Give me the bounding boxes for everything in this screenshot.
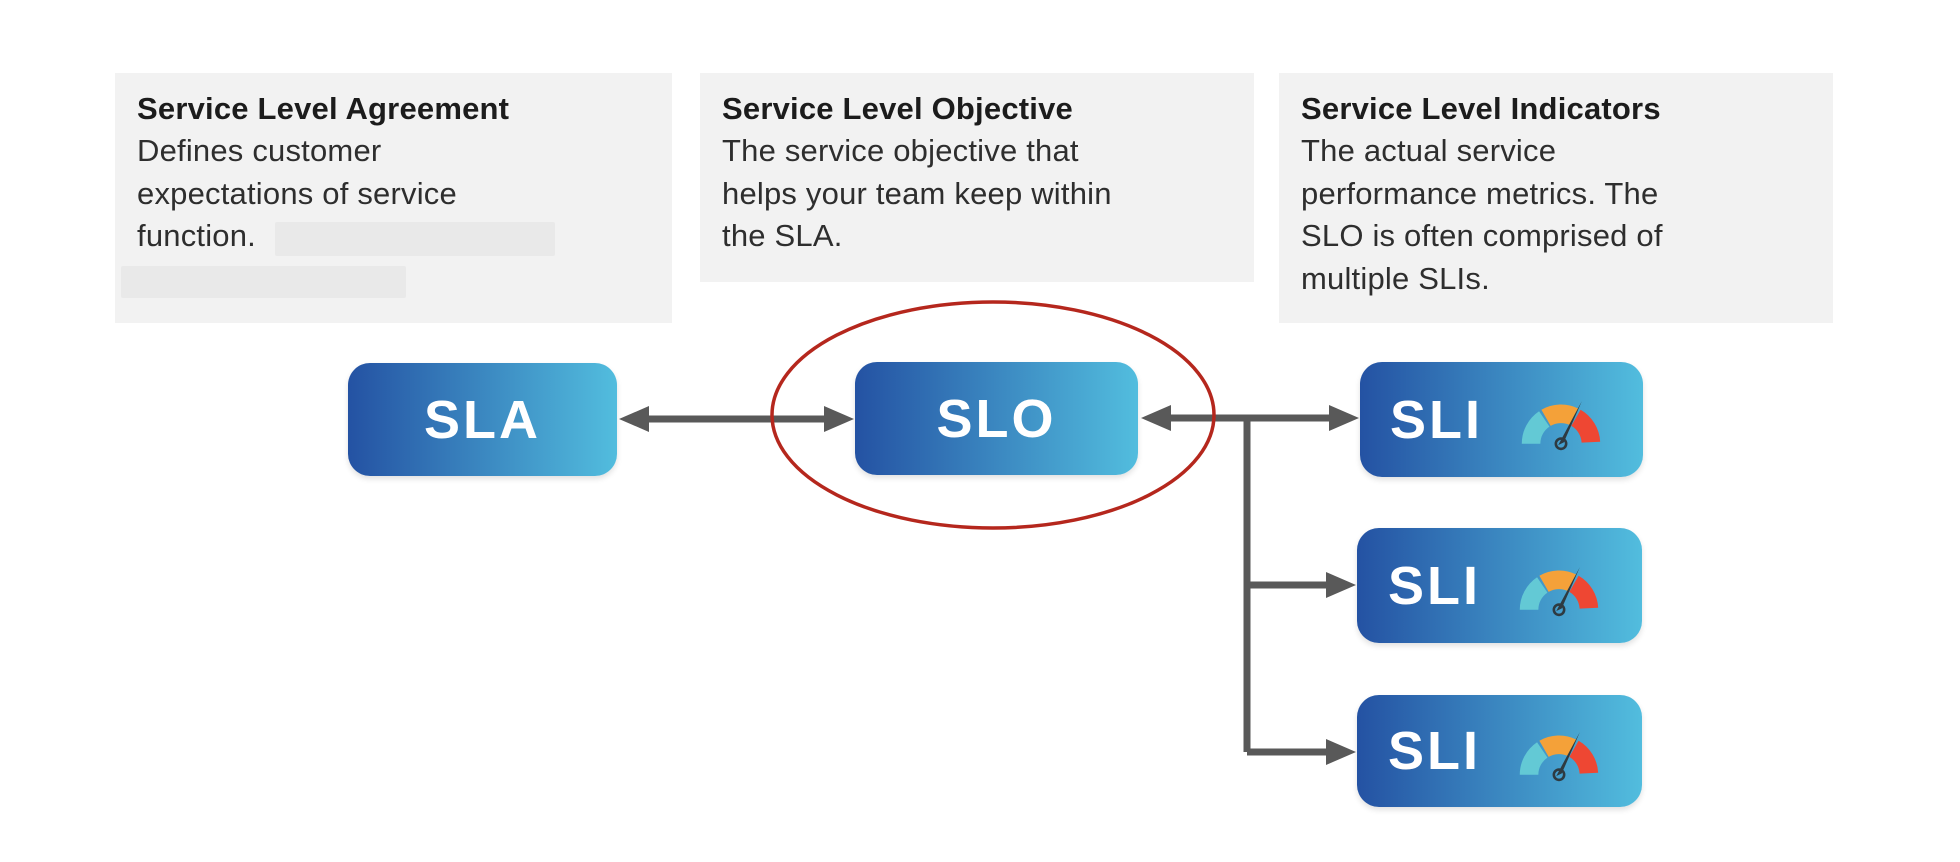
panel-title: Service Level Indicators	[1301, 91, 1661, 126]
highlight-ellipse	[770, 300, 1216, 530]
panel-title: Service Level Agreement	[137, 91, 510, 126]
node-label: SLI	[1387, 721, 1481, 781]
redacted-text-bar	[275, 222, 555, 256]
panel-service-level-indicators: Service Level Indicators The actual serv…	[1279, 73, 1833, 323]
node-label: SLI	[1387, 555, 1481, 616]
panel-body: Defines customer expectations of service…	[137, 132, 457, 254]
panel-service-level-agreement: Service Level Agreement Defines customer…	[115, 73, 672, 323]
node-sli-1: SLI	[1360, 362, 1643, 477]
panel-title: Service Level Objective	[722, 91, 1073, 126]
panel-body: The service objective that helps your te…	[722, 132, 1112, 254]
gauge-icon	[1521, 400, 1601, 450]
node-label: SLI	[1389, 389, 1483, 450]
redacted-text-bar	[121, 266, 406, 298]
node-sli-2: SLI	[1357, 528, 1642, 643]
node-sla: SLA	[348, 363, 617, 476]
gauge-icon	[1519, 566, 1599, 616]
arrowheads	[619, 405, 1359, 765]
node-label: SLO	[936, 388, 1057, 449]
panel-body: The actual service performance metrics. …	[1301, 132, 1663, 297]
node-slo: SLO	[855, 362, 1138, 475]
node-label: SLA	[424, 389, 541, 450]
panel-service-level-objective: Service Level Objective The service obje…	[700, 73, 1254, 282]
node-sli-3: SLI	[1357, 695, 1642, 807]
gauge-icon	[1519, 732, 1599, 782]
